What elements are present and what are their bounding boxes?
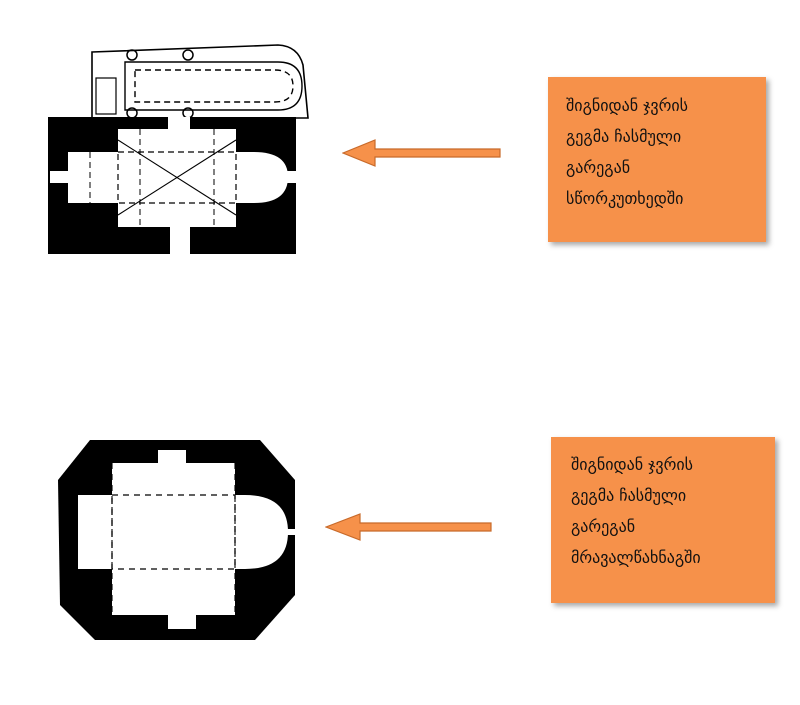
rectangular-cross-plan [40,40,310,270]
annotation-box-polygonal: შიგნიდან ჯვრის გეგმა ჩასმული გარეგან მრა… [551,437,775,603]
annotation-line: შიგნიდან ჯვრის [571,455,693,474]
annotation-box-rectangular: შიგნიდან ჯვრის გეგმა ჩასმული გარეგან სწო… [548,77,766,242]
annotation-line: გარეგან [571,517,636,536]
annotation-line: მრავალწახნაგში [571,548,701,567]
annotation-line: გეგმა ჩასმული [566,127,682,146]
annotation-line: შიგნიდან ჯვრის [566,96,688,115]
polygonal-cross-plan [50,435,300,645]
rectangular-cross-plan-drawing [48,44,309,256]
annotation-line: სწორკუთხედში [566,189,684,208]
annotation-line: გეგმა ჩასმული [571,486,687,505]
annotation-line: გარეგან [566,158,631,177]
left-arrow-icon [324,512,493,542]
polygonal-cross-plan-drawing [58,440,296,640]
left-arrow-icon [341,138,502,168]
